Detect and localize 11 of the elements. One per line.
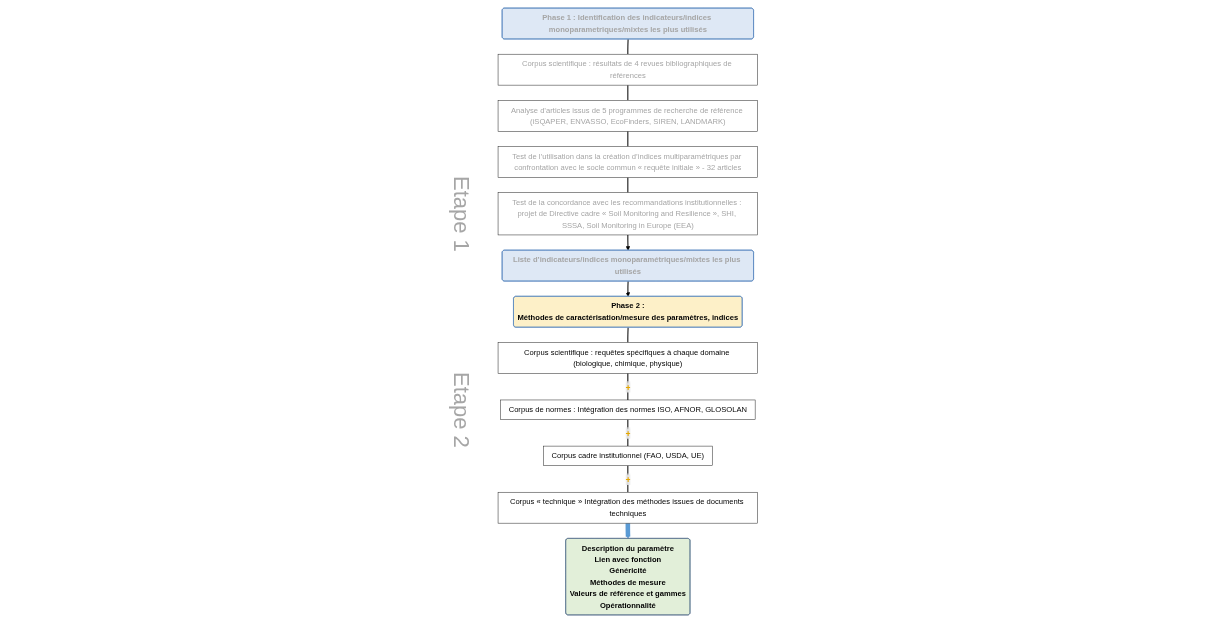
edge-label: +: [625, 382, 631, 393]
step-label: Etape 2: [447, 371, 474, 448]
connector: [627, 176, 628, 194]
step-label: Etape 1: [447, 175, 474, 252]
connector: [627, 130, 628, 147]
edge-label: +: [625, 474, 631, 485]
connector: [627, 38, 629, 55]
edge-label: +: [625, 428, 631, 439]
connector: [627, 84, 628, 101]
connector: [627, 326, 629, 343]
arrow: [625, 280, 630, 297]
